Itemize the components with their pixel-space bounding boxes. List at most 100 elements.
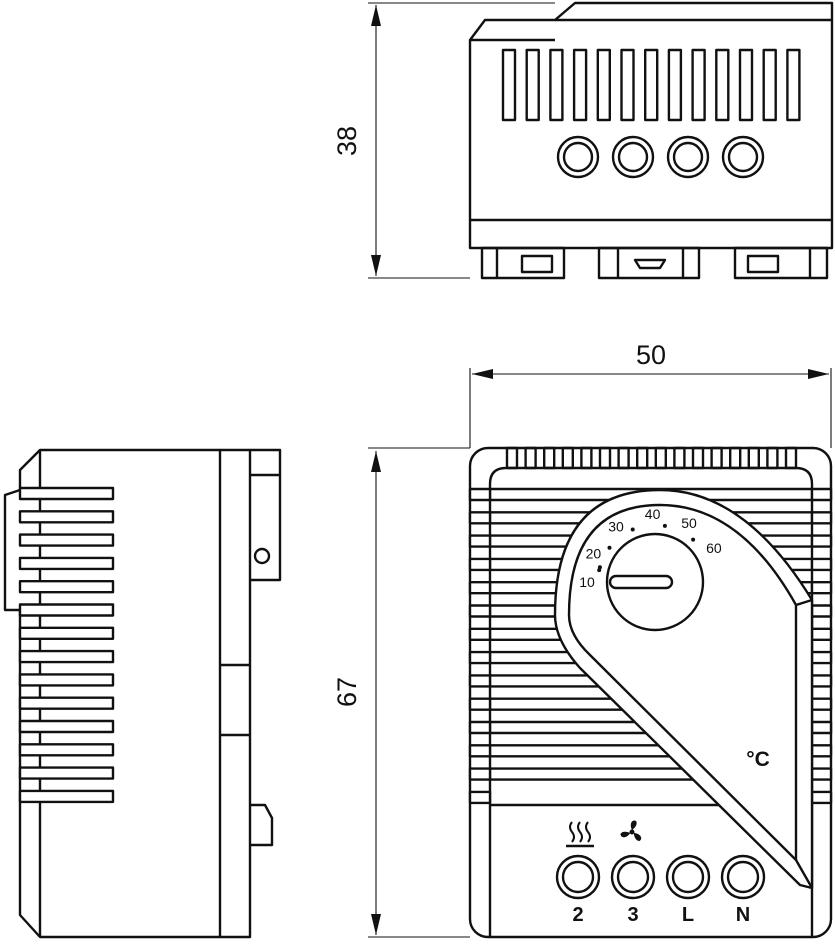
edge-fin-right [810,581,833,595]
side-clip-pin [253,547,271,565]
vent-slot [644,48,659,122]
vent-slot [738,48,754,122]
top-view: 38 [332,1,834,280]
vent-slot [620,48,635,122]
top-vent-slots [501,48,801,122]
vent-slot [762,48,777,122]
side-rail-block [220,448,252,939]
top-slot [617,446,630,470]
clip-left-tab [520,254,554,274]
dial-scale-label: 20 [586,545,602,561]
edge-fin-left [468,604,492,618]
side-clip-upper [250,448,282,582]
top-slot [561,446,574,470]
terminal-screw-inner [616,860,650,894]
side-fin [18,649,115,664]
top-slot [766,446,779,470]
edge-fin-right [810,534,833,548]
terminal-label: 2 [572,904,583,926]
side-fin [18,719,115,734]
dimension-label-38: 38 [332,126,362,156]
side-fin [18,743,115,757]
dial-panel-corner [795,598,813,607]
vent-slot [715,48,730,122]
edge-fin-right [810,720,833,735]
arrow-up-icon [371,5,381,26]
arrow-down-icon [371,255,381,276]
side-fin [18,580,115,594]
edge-fin-left [468,534,492,548]
arrow-right-icon [808,369,829,379]
edge-fin-left [468,790,492,805]
clip-center-notch [633,258,667,270]
side-fin [18,486,115,501]
terminal-2[interactable]: 2 [555,854,601,926]
side-fin [18,789,115,804]
dial-scale-label: 40 [645,506,661,522]
terminal-l[interactable]: L [665,854,711,926]
top-slot [673,446,686,470]
terminal-hole-inner [727,141,759,173]
edge-fin-left [468,720,492,735]
terminal-label: L [682,904,694,926]
edge-fin-left [468,581,492,595]
edge-fin-left [468,650,492,665]
clip-right [733,246,829,280]
terminal-screw-inner [671,860,705,894]
knob-pointer [608,574,674,590]
edge-fin-right [810,744,833,758]
arrow-left-icon [472,369,493,379]
terminal-n[interactable]: N [720,854,766,926]
edge-fin-left [468,627,492,641]
clip-right-tab [746,254,780,274]
dial-scale-label: 50 [681,515,697,531]
edge-fin-right [810,790,833,805]
front-body-outline [468,446,833,939]
terminal-hole-outer [721,135,765,179]
edge-fin-left [468,744,492,758]
fan-icon [620,820,642,841]
side-clip-lower [250,803,274,847]
dial-tick [630,527,635,532]
heater-icon [566,821,594,848]
top-slot [543,446,556,470]
edge-fin-left [468,767,492,781]
unit-label: °C [746,748,770,771]
dimension-label-67: 67 [332,677,362,707]
terminal-hole-outer [611,135,655,179]
top-slot [524,446,537,470]
edge-fin-right [810,767,833,781]
front-top-slots [505,446,798,470]
top-terminal-holes [556,135,765,179]
top-slot [710,446,723,470]
top-slot [654,446,667,470]
edge-fin-right [810,557,833,572]
dial-tick [691,537,696,542]
side-view [3,448,282,939]
terminal-3[interactable]: 3 [610,854,656,926]
terminal-hole-inner [672,141,704,173]
side-fin [18,673,115,687]
edge-fin-right [810,674,833,688]
front-inner-frame [488,466,814,937]
terminal-hole-inner [562,141,594,173]
dial-panel-inner [567,503,798,862]
top-slot [729,446,742,470]
terminal-label: N [736,904,750,926]
side-fin [18,510,115,524]
dial-scale-label: 60 [706,540,722,556]
edge-fin-right [810,487,833,502]
terminal-label: 3 [627,904,638,926]
side-fin [18,766,115,780]
clip-left [480,246,566,280]
top-slot [784,446,798,470]
edge-fin-left [468,511,492,525]
edge-fin-right [810,650,833,665]
top-slot [747,446,760,470]
vent-slot [786,48,801,122]
side-fin [18,533,115,547]
